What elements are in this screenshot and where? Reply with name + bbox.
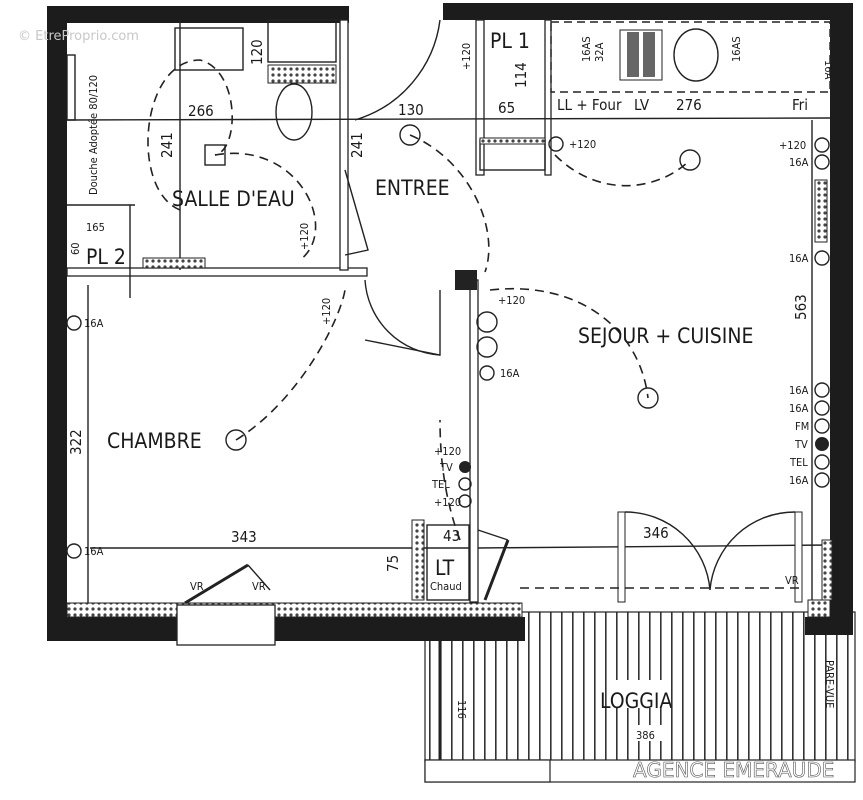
dim-43: 43 (443, 527, 460, 545)
dim-165: 165 (86, 221, 105, 234)
switch-icon (476, 311, 498, 333)
room-label-lt: LT (435, 556, 455, 580)
outlet-rating-label: 32A (593, 42, 606, 62)
fixture-labels: Douche Adoptée 80/120 LL + Four LV Fri V… (87, 75, 808, 587)
dim-322: 322 (67, 429, 85, 455)
dim-343: 343 (231, 528, 257, 546)
watermark-etreproprio: © EtreProprio.com (18, 29, 139, 44)
outlet-icon (66, 315, 82, 331)
outlet-rating-label: 16A (822, 60, 835, 80)
outlet-height-label: +120 (298, 223, 311, 250)
tel-outlet-icon (458, 477, 472, 491)
dim-241: 241 (158, 132, 176, 158)
outlet-height-label: +120 (779, 139, 806, 152)
outlet-icon (814, 472, 830, 488)
outlet-height-label: +120 (320, 298, 333, 325)
outlet-icon (66, 543, 82, 559)
room-label-salle-deau: SALLE D'EAU (172, 187, 295, 211)
ll-four-label: LL + Four (557, 96, 622, 114)
tv-outlet-icon (459, 461, 471, 473)
room-labels: SALLE D'EAU ENTREE SEJOUR + CUISINE CHAM… (86, 29, 753, 593)
loggia: LOGGIA 386 116 PARE-VUE (424, 611, 856, 783)
outlet-rating-label: 16AS (730, 36, 743, 62)
room-label-entree: ENTREE (375, 176, 450, 200)
vr-label: VR (190, 580, 204, 593)
outlet-rating-label: 16A (84, 317, 104, 330)
outlet-rating-label: 16A (789, 384, 809, 397)
outlet-icon (548, 136, 564, 152)
shower-label: Douche Adoptée 80/120 (87, 75, 100, 195)
ceiling-light-icon (637, 387, 659, 409)
dim-60: 60 (69, 242, 82, 255)
outlet-icon (814, 382, 830, 398)
dim-75: 75 (384, 555, 402, 572)
tv-label: TV (794, 438, 808, 451)
room-label-pl1: PL 1 (490, 29, 530, 53)
fm-label: FM (795, 420, 809, 433)
outlet-height-label: +120 (460, 43, 473, 70)
outlet-rating-label: 16AS (580, 36, 593, 62)
outlet-icon (479, 365, 495, 381)
tel-label: TEL (431, 478, 450, 491)
ceiling-light-icon (399, 124, 421, 146)
dim-65: 65 (498, 99, 515, 117)
ceiling-light-icon (679, 149, 701, 171)
electrical-labels: +120 +120 16A 16A 16A 16A FM TV TEL 16A … (84, 36, 835, 558)
dim-114: 114 (512, 62, 530, 88)
room-label-chambre: CHAMBRE (107, 429, 202, 453)
dim-116: 116 (455, 700, 468, 719)
outlet-rating-label: 16A (789, 252, 809, 265)
lt-sub-label: Chaud (430, 580, 462, 593)
dim-120: 120 (248, 39, 266, 65)
outlet-height-label: +120 (569, 138, 596, 151)
tv-outlet-icon (815, 437, 829, 451)
dimensions: 266 241 241 130 120 65 114 276 563 165 6… (67, 39, 810, 572)
tel-label: TEL (789, 456, 808, 469)
pare-vue-label: PARE-VUE (823, 660, 836, 708)
fri-label: Fri (792, 96, 808, 114)
tel-outlet-icon (814, 454, 830, 470)
outlet-rating-label: 16A (789, 474, 809, 487)
outlet-rating-label: 16A (789, 156, 809, 169)
room-label-pl2: PL 2 (86, 245, 126, 269)
outlet-height-label: +120 (434, 445, 461, 458)
ceiling-light-icon (204, 144, 226, 166)
tv-label: TV (439, 461, 453, 474)
ceiling-light-icon (225, 429, 247, 451)
outlet-icon (814, 250, 830, 266)
interior-partitions (66, 19, 833, 603)
dim-266: 266 (188, 102, 214, 120)
outlet-height-label: +120 (498, 294, 525, 307)
dim-276: 276 (676, 96, 702, 114)
lighting-circuits (66, 59, 830, 559)
outlet-rating-label: 16A (789, 402, 809, 415)
vr-label: VR (252, 580, 266, 593)
outlet-icon (814, 154, 830, 170)
outlet-rating-label: 16A (84, 545, 104, 558)
room-label-loggia: LOGGIA (600, 689, 672, 713)
outlet-icon (814, 137, 830, 153)
dim-241: 241 (348, 132, 366, 158)
dim-346: 346 (643, 524, 669, 542)
outlet-icon (814, 400, 830, 416)
watermark-agence-emeraude: AGENCE EMERAUDE (633, 758, 834, 782)
dim-130: 130 (398, 101, 424, 119)
room-label-sejour-cuisine: SEJOUR + CUISINE (578, 324, 753, 348)
outlet-height-label: +120 (434, 496, 461, 509)
switch-icon (476, 336, 498, 358)
vr-label: VR (785, 574, 799, 587)
fm-outlet-icon (814, 418, 830, 434)
lv-label: LV (634, 96, 650, 114)
outlet-rating-label: 16A (500, 367, 520, 380)
outlet-icon (458, 494, 472, 508)
dim-563: 563 (792, 294, 810, 320)
window-chambre: VR VR (176, 563, 276, 646)
dim-386: 386 (636, 729, 655, 742)
